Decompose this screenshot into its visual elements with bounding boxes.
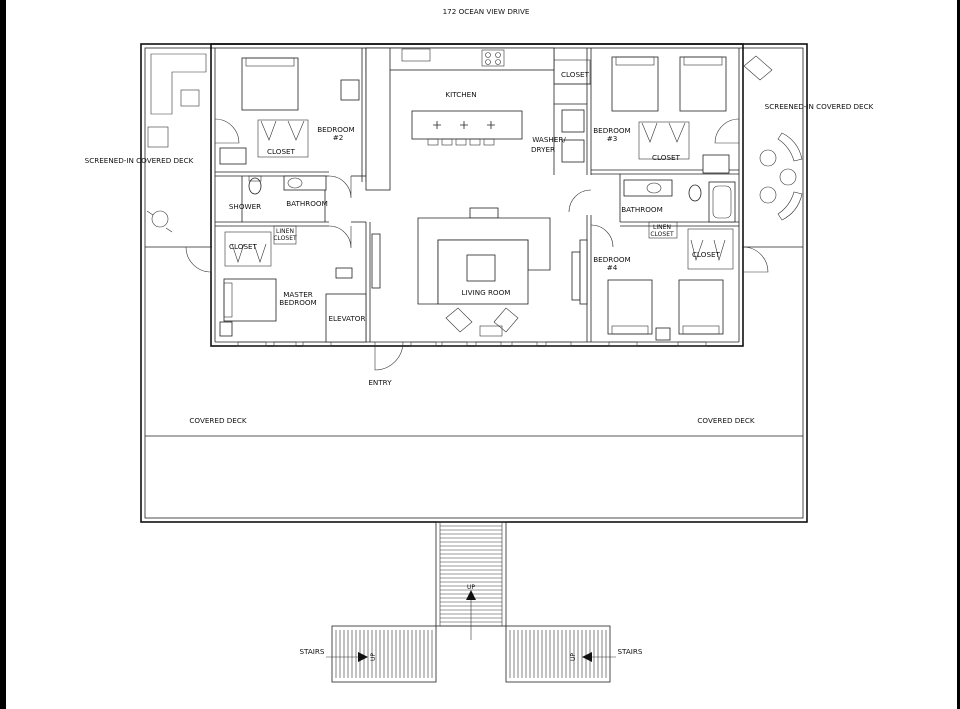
- room-labels: KITCHEN BEDROOM #2 BEDROOM #3 BEDROOM #4…: [85, 70, 874, 425]
- bedroom2-number: #2: [333, 133, 344, 142]
- stairs-right-label: STAIRS: [618, 647, 643, 656]
- plan-title: 172 OCEAN VIEW DRIVE: [443, 7, 530, 16]
- elevator-label: ELEVATOR: [329, 314, 366, 323]
- beds: [219, 56, 730, 341]
- screened-deck-left-label: SCREENED-IN COVERED DECK: [85, 156, 194, 165]
- closet-bed2-label: CLOSET: [267, 147, 296, 156]
- stair-labels: STAIRS STAIRS UP UP UP: [300, 584, 643, 661]
- shower-label: SHOWER: [229, 202, 261, 211]
- bathroom-fixtures: [248, 109, 736, 223]
- left-stairs-up-label: UP: [370, 653, 377, 661]
- washer-dryer-label-2: DRYER: [531, 145, 555, 154]
- elevator-shaft: [325, 267, 367, 343]
- closet-hall-label: CLOSET: [561, 70, 590, 79]
- bedroom4-number: #4: [607, 263, 618, 272]
- bedroom2-label: BEDROOM: [317, 125, 355, 134]
- kitchen-fixtures: [365, 47, 555, 191]
- entry-label: ENTRY: [368, 378, 392, 387]
- bedroom3-number: #3: [607, 134, 618, 143]
- floor-plan-sheet: 172 OCEAN VIEW DRIVE: [6, 0, 957, 709]
- linen-left-label-2: CLOSET: [273, 235, 297, 242]
- screened-deck-right-label: SCREENED-IN COVERED DECK: [765, 102, 874, 111]
- covered-deck-left-label: COVERED DECK: [189, 416, 246, 425]
- deck-furniture: [146, 53, 803, 233]
- closets: [224, 59, 734, 270]
- main-stairs-up-label: UP: [467, 584, 475, 591]
- house-walls: [210, 43, 744, 347]
- doors: [185, 118, 769, 371]
- side-stairs: [326, 625, 616, 683]
- closet-bed3-label: CLOSET: [652, 153, 681, 162]
- linen-left-label: LINEN: [276, 228, 294, 235]
- washer-dryer-label: WASHER/: [532, 135, 566, 144]
- living-furniture: [371, 207, 588, 337]
- stairs-left-label: STAIRS: [300, 647, 325, 656]
- right-stairs-up-label: UP: [570, 653, 577, 661]
- living-room-label: LIVING ROOM: [462, 288, 511, 297]
- master-bedroom-label-2: BEDROOM: [279, 298, 317, 307]
- linen-right-label: LINEN: [653, 224, 671, 231]
- linen-right-label-2: CLOSET: [650, 231, 674, 238]
- master-bedroom-label: MASTER: [283, 290, 313, 299]
- closet-bed4-label: CLOSET: [692, 250, 721, 259]
- bathroom-right-label: BATHROOM: [621, 205, 663, 214]
- covered-deck-right-label: COVERED DECK: [697, 416, 754, 425]
- bathroom-left-label: BATHROOM: [286, 199, 328, 208]
- bedroom3-label: BEDROOM: [593, 126, 631, 135]
- closet-master-label: CLOSET: [229, 242, 258, 251]
- floor-plan-drawing: 172 OCEAN VIEW DRIVE: [85, 7, 874, 683]
- bedroom4-label: BEDROOM: [593, 255, 631, 264]
- main-stairs: [435, 521, 507, 640]
- kitchen-label: KITCHEN: [445, 90, 476, 99]
